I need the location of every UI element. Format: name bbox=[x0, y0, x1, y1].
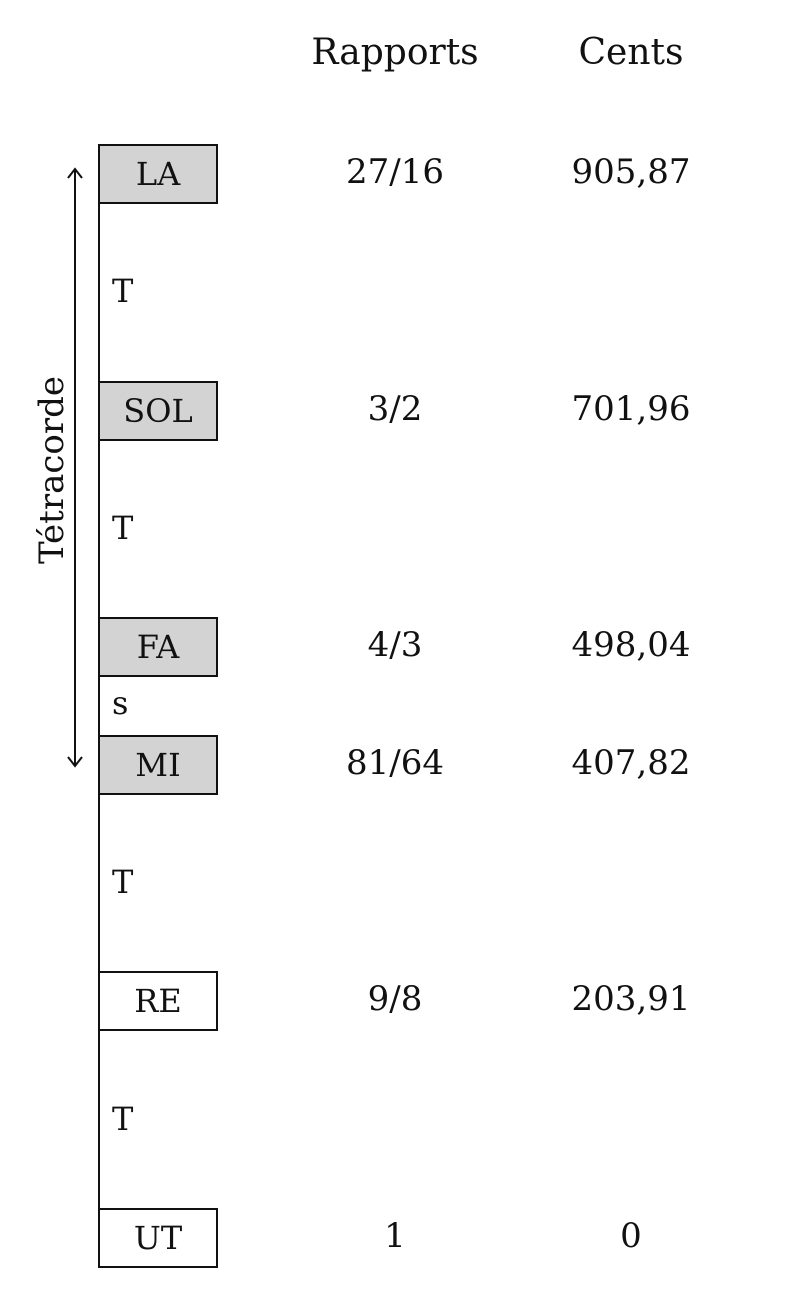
note-la: LA bbox=[98, 144, 218, 204]
interval-re-ut: T bbox=[112, 1100, 134, 1138]
note-ut: UT bbox=[98, 1208, 218, 1268]
note-mi: MI bbox=[98, 735, 218, 795]
ratio-la: 27/16 bbox=[346, 152, 444, 192]
tetracorde-arrow bbox=[67, 167, 83, 768]
note-sol: SOL bbox=[98, 381, 218, 441]
scale-axis-line bbox=[98, 144, 100, 1264]
ratio-sol: 3/2 bbox=[367, 389, 423, 429]
tetracorde-arrow-head-top bbox=[67, 167, 83, 179]
cents-re: 203,91 bbox=[571, 979, 691, 1019]
note-re: RE bbox=[98, 971, 218, 1031]
cents-header: Cents bbox=[578, 32, 684, 73]
ratio-fa: 4/3 bbox=[367, 625, 423, 665]
tetracorde-label: Tétracorde bbox=[32, 376, 72, 564]
cents-la: 905,87 bbox=[571, 152, 691, 192]
cents-sol: 701,96 bbox=[571, 389, 691, 429]
ratio-re: 9/8 bbox=[367, 979, 423, 1019]
note-fa: FA bbox=[98, 617, 218, 677]
interval-la-sol: T bbox=[112, 272, 134, 310]
tetracorde-arrow-head-bottom bbox=[67, 756, 83, 768]
rapports-header: Rapports bbox=[311, 32, 479, 73]
ratio-ut: 1 bbox=[384, 1216, 406, 1256]
ratio-mi: 81/64 bbox=[346, 743, 444, 783]
interval-fa-mi: s bbox=[112, 684, 129, 722]
cents-mi: 407,82 bbox=[571, 743, 691, 783]
interval-mi-re: T bbox=[112, 863, 134, 901]
cents-fa: 498,04 bbox=[571, 625, 691, 665]
cents-ut: 0 bbox=[620, 1216, 642, 1256]
interval-sol-fa: T bbox=[112, 509, 134, 547]
